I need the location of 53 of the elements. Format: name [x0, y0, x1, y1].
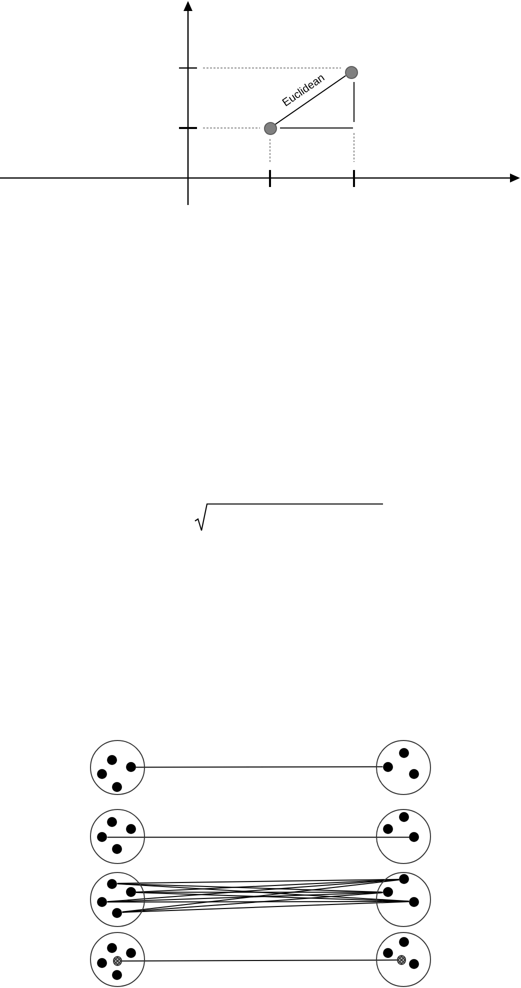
centroid-point	[397, 955, 406, 965]
data-point	[382, 824, 393, 834]
data-point	[112, 844, 122, 854]
data-point	[408, 832, 419, 842]
connector-line	[136, 766, 384, 768]
data-point	[398, 812, 409, 822]
data-point	[97, 832, 108, 842]
data-point	[107, 754, 118, 765]
data-point	[107, 942, 118, 952]
data-point	[398, 748, 409, 758]
data-point	[126, 762, 136, 772]
data-point	[112, 782, 122, 792]
connector-line	[106, 836, 410, 838]
cluster-circle	[376, 809, 431, 864]
connector-line	[274, 75, 346, 125]
cluster-circle	[376, 872, 431, 927]
cluster-circle	[90, 809, 145, 864]
data-point	[398, 874, 409, 884]
cluster-circle	[90, 872, 145, 927]
connector-line	[136, 892, 410, 902]
data-point	[264, 122, 276, 134]
connector-line	[106, 901, 410, 902]
data-point	[107, 878, 118, 888]
data-point	[382, 762, 393, 772]
connector-line	[121, 960, 398, 962]
connector-line	[122, 901, 410, 913]
data-point	[408, 958, 419, 968]
connector-line	[106, 892, 384, 902]
data-point	[107, 817, 118, 828]
data-point	[126, 824, 136, 834]
connector-line	[116, 883, 410, 902]
data-point	[398, 936, 409, 947]
cluster-circle	[90, 740, 145, 795]
data-point	[97, 769, 108, 780]
connector-line	[116, 883, 384, 893]
data-point	[97, 897, 108, 907]
data-point	[112, 908, 122, 918]
data-point	[408, 769, 419, 780]
data-point	[97, 958, 108, 968]
cluster-circle	[90, 932, 145, 987]
data-point	[408, 896, 419, 906]
data-point	[112, 970, 122, 980]
cluster-circle	[376, 740, 431, 795]
data-point	[126, 948, 136, 958]
data-point	[344, 66, 358, 78]
data-point	[126, 887, 136, 898]
data-point	[382, 887, 393, 898]
data-point	[382, 948, 393, 958]
centroid-point	[112, 956, 122, 966]
connector-line	[136, 879, 400, 893]
connector-line	[122, 879, 400, 912]
cluster-circle	[376, 932, 431, 987]
connector-line	[122, 892, 384, 913]
